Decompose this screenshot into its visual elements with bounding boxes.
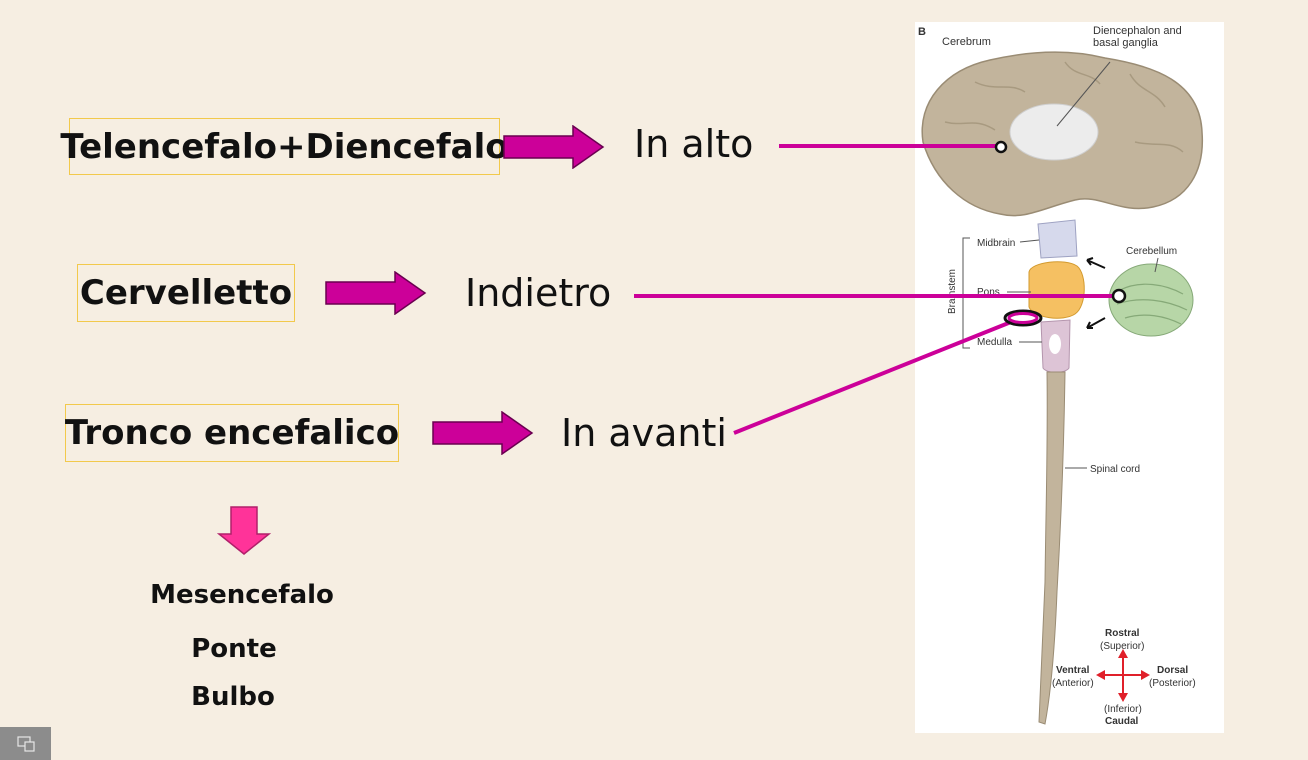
- midbrain-shape: [1037, 219, 1078, 259]
- diencephalon-shape: [1009, 103, 1099, 161]
- compass-anterior: (Anterior): [1052, 678, 1094, 689]
- label-diencephalon-2: basal ganglia: [1093, 37, 1159, 49]
- label-cerebrum: Cerebrum: [942, 36, 991, 48]
- pons-shape: [1028, 261, 1085, 319]
- direction-in-alto: In alto: [634, 122, 754, 166]
- compass-dorsal: Dorsal: [1157, 665, 1188, 676]
- label-brainstem: Brainstem: [947, 269, 958, 314]
- compass-inferior: (Inferior): [1104, 704, 1142, 715]
- label-spinal-cord: Spinal cord: [1090, 464, 1140, 475]
- part-ponte: Ponte: [191, 634, 277, 664]
- direction-indietro: Indietro: [465, 271, 612, 315]
- label-pons: Pons: [977, 287, 1000, 298]
- compass-rostral: Rostral: [1105, 628, 1140, 639]
- spinal-cord-shape: [1038, 371, 1066, 725]
- box-cervelletto-label: Cervelletto: [79, 273, 293, 313]
- orientation-compass-icon: [1096, 649, 1150, 702]
- label-midbrain: Midbrain: [977, 238, 1015, 249]
- part-bulbo: Bulbo: [191, 682, 275, 712]
- compass-posterior: (Posterior): [1149, 678, 1196, 689]
- compass-ventral: Ventral: [1056, 665, 1090, 676]
- label-cerebellum: Cerebellum: [1126, 246, 1177, 257]
- direction-in-avanti: In avanti: [561, 411, 727, 455]
- box-tronco-label: Tronco encefalico: [64, 413, 400, 453]
- slide-icon[interactable]: [0, 727, 51, 760]
- right-arrow-icon: [325, 271, 427, 315]
- compass-superior: (Superior): [1100, 641, 1144, 652]
- down-arrow-icon: [217, 506, 271, 555]
- right-arrow-icon: [503, 125, 605, 169]
- label-diencephalon-1: Diencephalon and: [1093, 25, 1182, 37]
- box-telencefalo-label: Telencefalo+Diencefalo: [60, 126, 509, 167]
- brain-anatomy-figure: B Cerebrum Diencephalon and basal gangli…: [915, 22, 1224, 733]
- label-medulla: Medulla: [977, 337, 1012, 348]
- panel-letter: B: [918, 26, 926, 38]
- compass-caudal: Caudal: [1105, 716, 1139, 727]
- part-mesencefalo: Mesencefalo: [150, 580, 334, 610]
- right-arrow-icon: [432, 411, 534, 455]
- box-telencefalo: Telencefalo+Diencefalo: [60, 118, 509, 175]
- box-cervelletto: Cervelletto: [77, 264, 295, 322]
- box-tronco: Tronco encefalico: [65, 404, 399, 462]
